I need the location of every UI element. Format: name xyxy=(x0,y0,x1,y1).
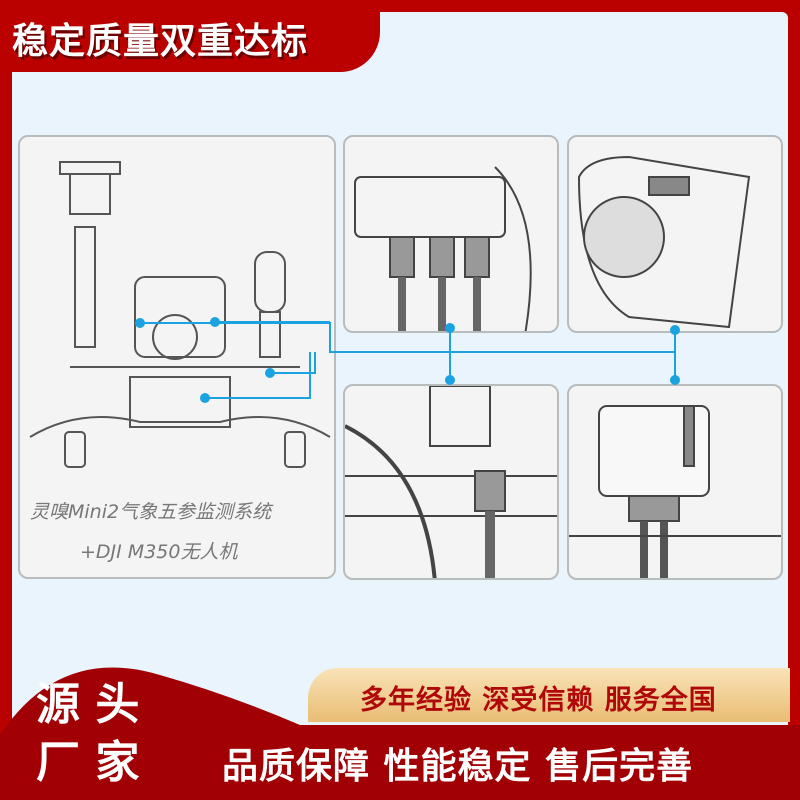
source-title-1: 源 头 xyxy=(36,679,140,730)
source-title-2: 厂 家 xyxy=(36,737,140,788)
connector-closeup-illustration xyxy=(354,166,532,331)
detail-panel-dual-connector xyxy=(567,384,783,580)
cable-mount-illustration xyxy=(345,386,557,578)
detail-panel-sensor-head xyxy=(567,135,783,333)
caption-line-2: +DJI M350无人机 xyxy=(80,541,238,563)
drone-sensor-illustration xyxy=(29,161,331,468)
dual-connector-illustration xyxy=(569,405,781,578)
header-badge: 稳定质量双重达标 xyxy=(0,0,380,72)
detail-panel-connectors xyxy=(343,135,559,333)
sensor-head-illustration xyxy=(577,155,751,329)
caption-line-1: 灵嗅Mini2气象五参监测系统 xyxy=(30,501,272,523)
header-title: 稳定质量双重达标 xyxy=(12,21,309,62)
bottom-banner-bg xyxy=(0,667,800,800)
tagline: 多年经验 深受信赖 服务全国 xyxy=(360,685,717,716)
detail-panel-cable-mount xyxy=(343,384,559,580)
tagline-pill: 多年经验 深受信赖 服务全国 xyxy=(308,668,790,722)
slogan: 品质保障 性能稳定 售后完善 xyxy=(222,746,694,787)
main-product-panel: 灵嗅Mini2气象五参监测系统 +DJI M350无人机 xyxy=(18,135,336,579)
